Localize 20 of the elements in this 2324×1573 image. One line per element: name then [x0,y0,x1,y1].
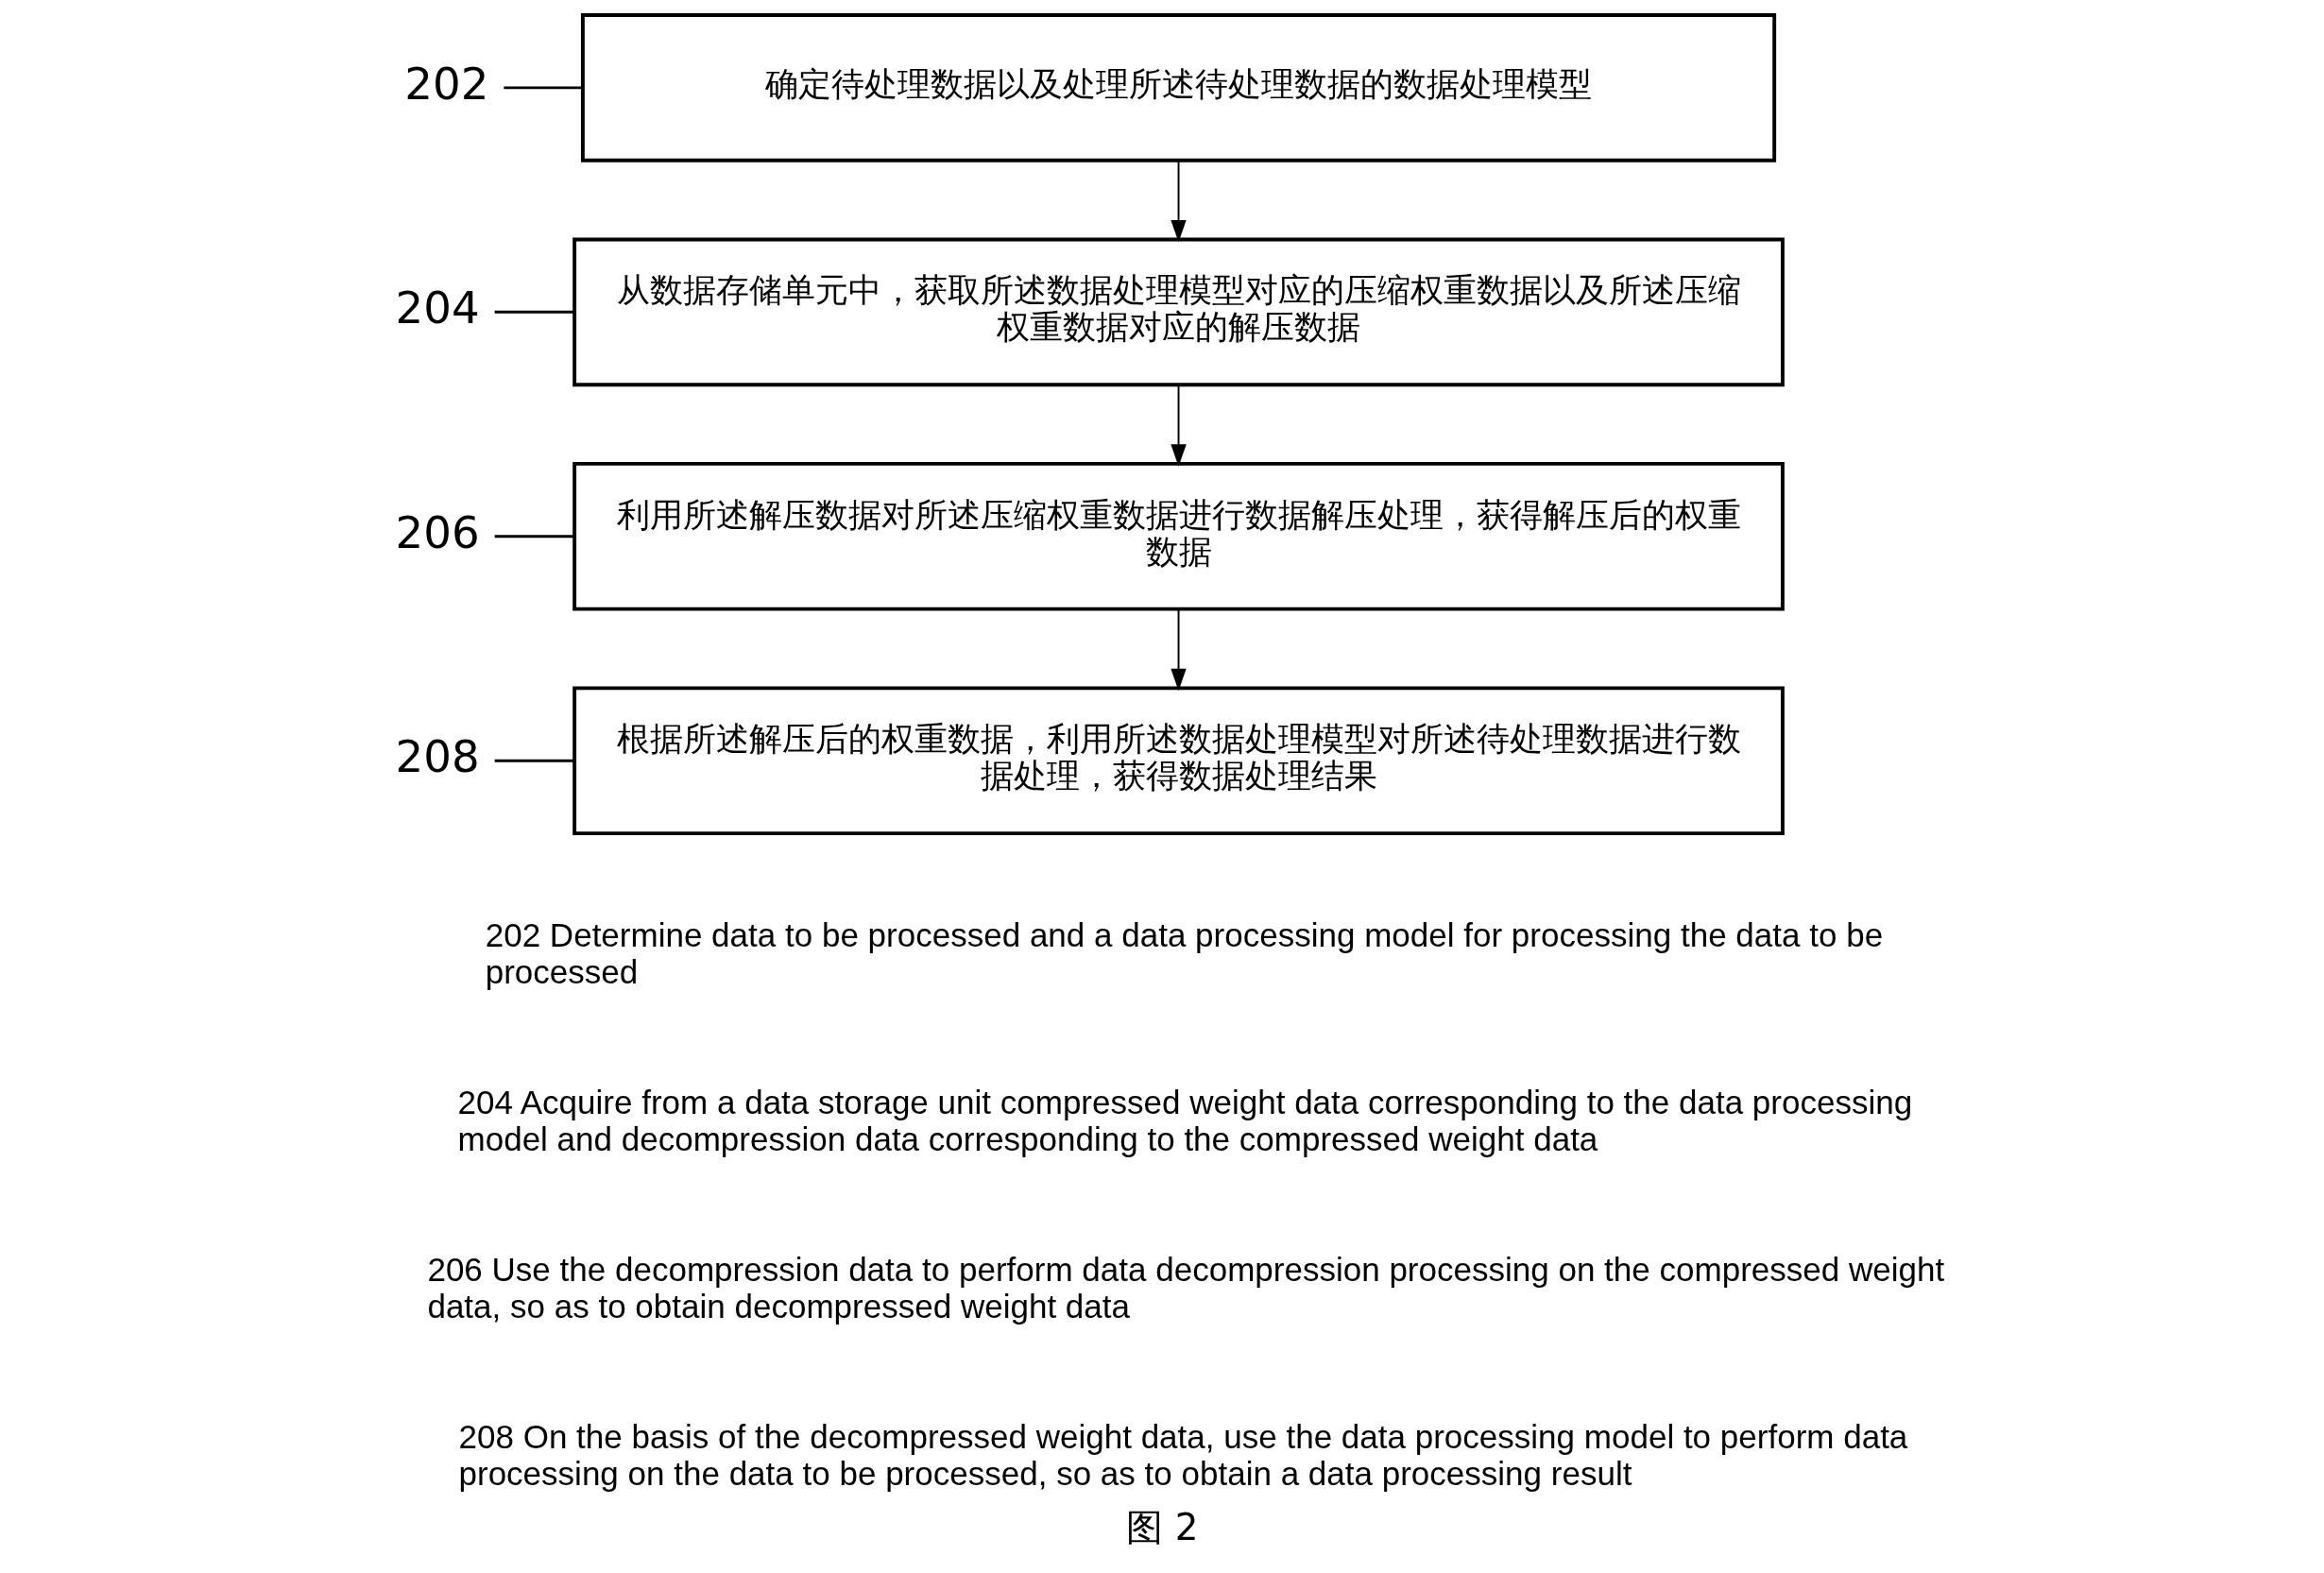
node-text: 206 [395,506,480,558]
connector [494,535,574,539]
node-text: 208 [395,731,480,783]
label: 208 On the basis of the decompressed weight data, use the data processing model to perform data processing on the data to be processed, so as to obtain a data processing result [458,1418,1907,1492]
node-box: 确定待处理数据以及处理所述待处理数据的数据处理模型 [580,13,1776,162]
arrow [1170,384,1187,467]
connector [494,310,574,314]
node-text: 202 [403,58,488,110]
arrow [1170,607,1187,692]
label: 204 Acquire from a data storage unit compressed weight data corresponding to the data processing model and decompression data corresponding to the compressed weight data [457,1083,1912,1157]
label: 202 Determine data to be processed and a data processing model for processing the data to be processed [485,915,1883,990]
node-box: 根据所述解压后的权重数据，利用所述数据处理模型对所述待处理数据进行数据处理，获得数据处理结果 [572,686,1785,836]
node-text: 204 [395,282,480,334]
label: 206 Use the decompression data to perform data decompression processing on the compressed weight data, so as to obtain decompressed weight data [426,1250,1944,1325]
node-box: 利用所述解压数据对所述压缩权重数据进行数据解压处理，获得解压后的权重数据 [572,461,1785,611]
connector [494,759,574,762]
connector [503,86,582,90]
arrow [1170,160,1187,243]
node-box: 从数据存储单元中，获取所述数据处理模型对应的压缩权重数据以及所述压缩权重数据对应的解压数据 [572,237,1785,387]
caption: 图 2 [1125,1505,1199,1548]
